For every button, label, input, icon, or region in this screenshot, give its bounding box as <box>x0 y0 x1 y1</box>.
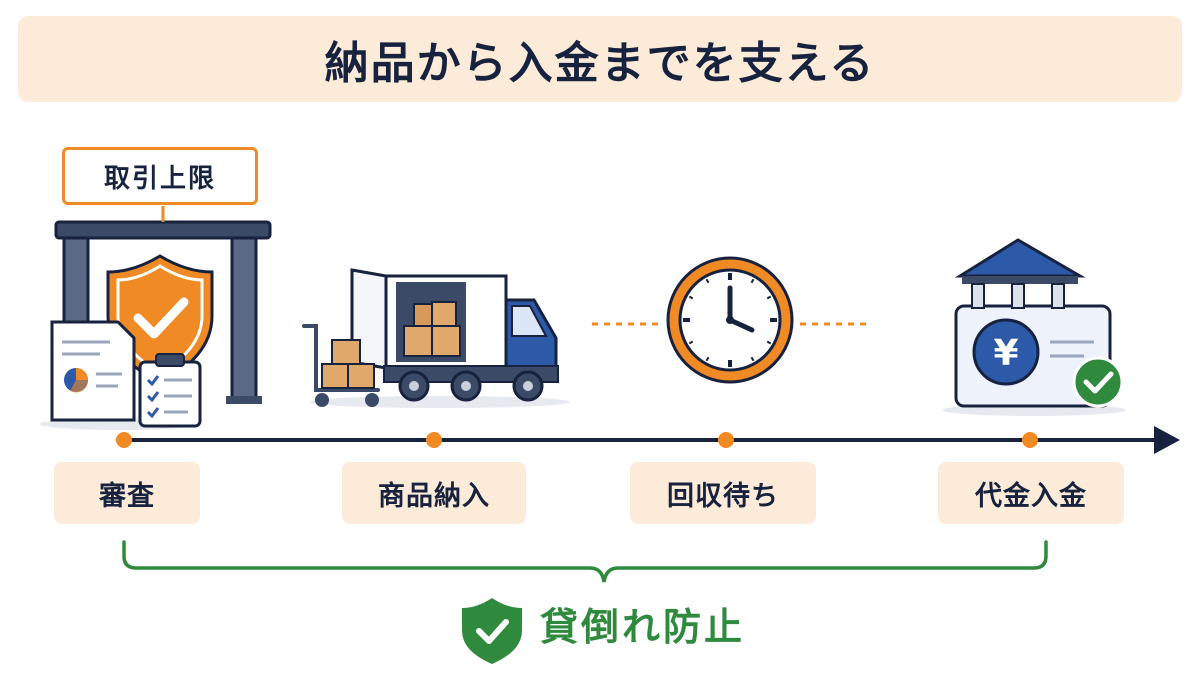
checklist-clipboard-icon <box>138 353 202 428</box>
bad-debt-prevention-label: 貸倒れ防止 <box>540 604 746 649</box>
page-title: 納品から入金までを支える <box>324 38 876 89</box>
clock-tick <box>766 295 772 300</box>
coverage-brace <box>122 540 1048 583</box>
yen-symbol: ¥ <box>993 333 1018 374</box>
clock-tick <box>750 356 755 362</box>
timeline-dot <box>718 432 734 448</box>
timeline-dot <box>116 432 132 448</box>
clock-tick <box>766 340 772 345</box>
timeline-dot <box>426 432 442 448</box>
clock-tick <box>688 295 694 300</box>
clock-tick <box>705 278 710 284</box>
step-label-screening: 審査 <box>54 462 200 524</box>
title-banner: 納品から入金までを支える <box>18 16 1182 102</box>
bank-payment-icon: ¥ <box>942 238 1126 416</box>
clock-tick <box>705 356 710 362</box>
step-label-payment-received: 代金入金 <box>938 462 1124 524</box>
clock-tick <box>750 278 755 284</box>
timeline <box>116 426 1180 454</box>
step-label-delivery: 商品納入 <box>342 462 526 524</box>
clock-icon <box>592 256 872 384</box>
green-shield-check-icon <box>462 598 522 664</box>
step-label-collection-wait: 回収待ち <box>630 462 816 524</box>
clock-tick <box>688 340 694 345</box>
hand-cart-icon <box>302 324 380 407</box>
transaction-limit-tag: 取引上限 <box>62 147 258 205</box>
timeline-dot <box>1022 432 1038 448</box>
